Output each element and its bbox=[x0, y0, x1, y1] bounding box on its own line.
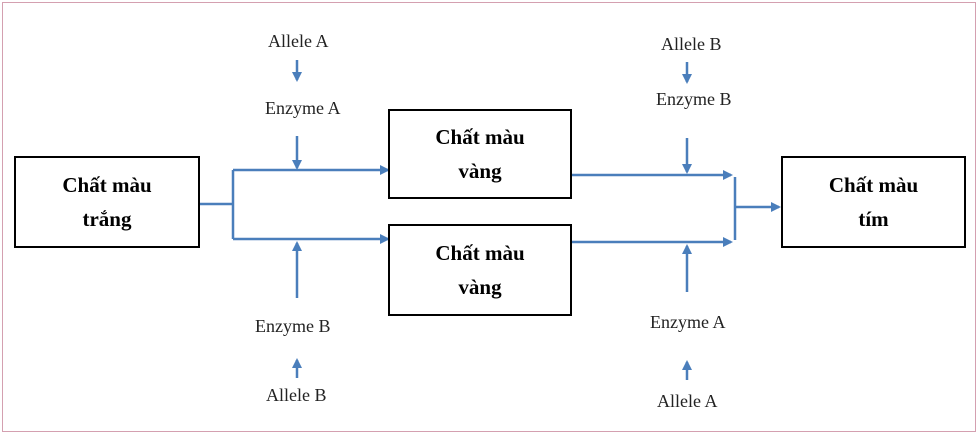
purple-box-line2: tím bbox=[858, 207, 889, 231]
yellow-pigment-box-top: Chất màu vàng bbox=[388, 109, 572, 199]
enzyme-a-bottom-label: Enzyme A bbox=[650, 312, 726, 332]
white-box-line2: trắng bbox=[82, 207, 132, 231]
allele-b-top-label: Allele B bbox=[661, 34, 722, 54]
enzyme-a-top-label: Enzyme A bbox=[265, 98, 341, 118]
enzyme-b-top-label: Enzyme B bbox=[656, 89, 732, 109]
purple-box-line1: Chất màu bbox=[828, 173, 919, 197]
yellow-bottom-line2: vàng bbox=[458, 275, 502, 299]
yellow-top-line1: Chất màu bbox=[435, 125, 525, 149]
allele-a-top-label: Allele A bbox=[268, 31, 329, 51]
yellow-pigment-box-bottom: Chất màu vàng bbox=[388, 224, 572, 316]
allele-a-bottom-label: Allele A bbox=[657, 391, 718, 411]
purple-pigment-box: Chất màu tím bbox=[781, 156, 966, 248]
yellow-bottom-line1: Chất màu bbox=[435, 241, 525, 265]
yellow-top-line2: vàng bbox=[458, 159, 502, 183]
allele-b-bottom-label: Allele B bbox=[266, 385, 327, 405]
enzyme-b-bottom-label: Enzyme B bbox=[255, 316, 331, 336]
white-pigment-box: Chất màu trắng bbox=[14, 156, 200, 248]
white-box-line1: Chất màu bbox=[62, 173, 152, 197]
